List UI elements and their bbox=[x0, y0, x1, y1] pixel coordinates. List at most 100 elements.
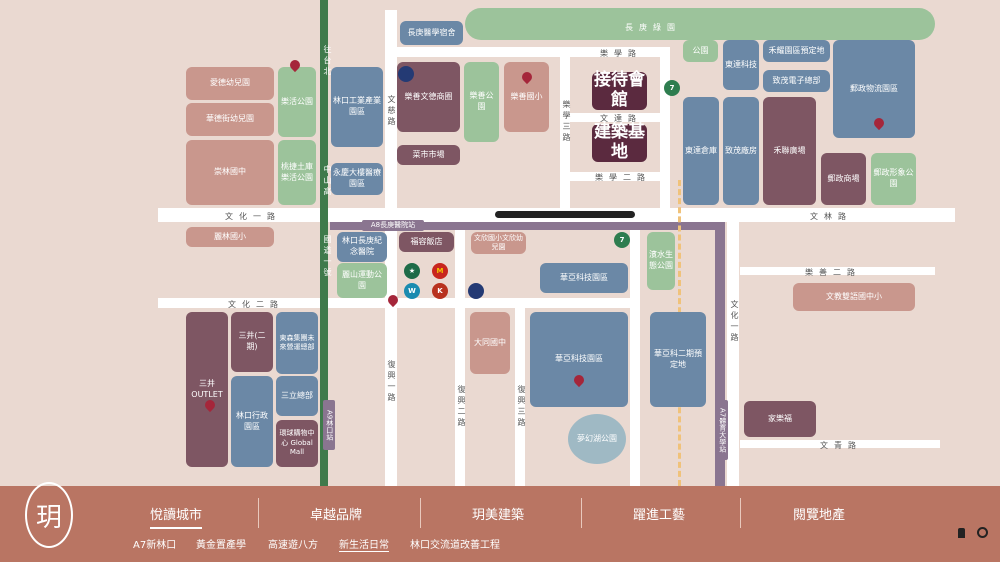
highway-label: 往台北 bbox=[323, 45, 332, 78]
divider bbox=[581, 498, 582, 528]
place-admin-district[interactable]: 林口行政園區 bbox=[231, 376, 273, 467]
power-icon[interactable] bbox=[977, 527, 988, 538]
tab-architecture[interactable]: 玥美建築 bbox=[472, 508, 525, 523]
place-kindergarten[interactable]: 華德街幼兒園 bbox=[186, 103, 274, 136]
road bbox=[570, 172, 660, 181]
place-outlet[interactable]: 三井(二期) bbox=[231, 312, 273, 372]
road bbox=[158, 298, 320, 308]
place-mall[interactable]: 郵政商場 bbox=[821, 153, 866, 205]
place-medical-park[interactable]: 永慶大樓醫療園區 bbox=[331, 163, 383, 195]
place-park[interactable]: 郵政形象公園 bbox=[871, 153, 916, 205]
subtab[interactable]: A7新林口 bbox=[133, 540, 177, 551]
place-company[interactable]: 東達科技 bbox=[723, 40, 759, 90]
road-label: 文達路 bbox=[600, 114, 642, 123]
mrt-line bbox=[330, 222, 725, 230]
mcdonalds-icon: M bbox=[432, 263, 448, 279]
road-label: 文化二路 bbox=[228, 300, 284, 309]
station-a9[interactable]: A9林口站 bbox=[323, 400, 335, 450]
place-dormitory[interactable]: 長庚醫學宿舍 bbox=[400, 21, 463, 45]
road-label: 文林路 bbox=[810, 212, 852, 221]
road-label: 復興一路 bbox=[387, 360, 396, 404]
place-park[interactable]: 桃捷土庫樂活公園 bbox=[278, 140, 316, 205]
road bbox=[515, 308, 525, 486]
road-label: 樂善二路 bbox=[805, 268, 861, 277]
subtab[interactable]: 林口交流道改善工程 bbox=[410, 540, 500, 551]
place-reserved-site[interactable]: 禾耀園區預定地 bbox=[763, 40, 830, 62]
subtab-active[interactable]: 新生活日常 bbox=[339, 536, 389, 552]
road-label: 文化一路 bbox=[225, 212, 281, 221]
place-park[interactable]: 樂活公園 bbox=[278, 67, 316, 137]
place-school[interactable]: 崇林國中 bbox=[186, 140, 274, 205]
road bbox=[385, 10, 397, 486]
reception-center[interactable]: 接待會館 bbox=[592, 70, 647, 110]
place-school[interactable]: 麗林國小 bbox=[186, 227, 274, 247]
seven-eleven-icon: 7 bbox=[664, 80, 680, 96]
place-park[interactable]: 公園 bbox=[683, 40, 718, 62]
tab-property[interactable]: 閱覽地產 bbox=[793, 508, 846, 523]
subtab[interactable]: 黃金置產學 bbox=[196, 540, 246, 551]
place-school[interactable]: 文教雙語國中小 bbox=[793, 283, 915, 311]
greenway bbox=[465, 8, 935, 40]
place-park[interactable]: 濱水生態公園 bbox=[647, 232, 675, 290]
place-kindergarten[interactable]: 愛德幼兒園 bbox=[186, 67, 274, 100]
place-headquarters[interactable]: 致茂電子總部 bbox=[763, 70, 830, 92]
place-mall[interactable]: 環球購物中心 Global Mall bbox=[276, 420, 318, 467]
divider bbox=[420, 498, 421, 528]
greenway-label: 長庚綠園 bbox=[625, 23, 681, 32]
tab-city[interactable]: 悅讀城市 bbox=[150, 504, 203, 529]
place-park[interactable]: 樂善公園 bbox=[464, 62, 499, 142]
seven-eleven-icon: 7 bbox=[614, 232, 630, 248]
road bbox=[570, 113, 660, 122]
bottom-navigation: 玥 悅讀城市 卓越品牌 玥美建築 躍進工藝 閱覽地產 A7新林口 黃金置產學 高… bbox=[0, 482, 1000, 562]
road bbox=[395, 47, 670, 57]
place-reserved-site[interactable]: 華亞科二期預定地 bbox=[650, 312, 706, 407]
place-tech-park[interactable]: 華亞科技園區 bbox=[540, 263, 628, 293]
place-hospital[interactable]: 林口長庚紀念醫院 bbox=[337, 232, 387, 262]
place-school[interactable]: 大同國中 bbox=[470, 312, 510, 374]
place-headquarters[interactable]: 三立總部 bbox=[276, 376, 318, 416]
place-plaza[interactable]: 禾聯廣場 bbox=[763, 97, 816, 205]
highway-label: 中山高 bbox=[323, 165, 332, 198]
divider bbox=[258, 498, 259, 528]
road-label: 樂學二路 bbox=[595, 173, 651, 182]
watsons-icon: W bbox=[404, 283, 420, 299]
place-headquarters[interactable]: 東森集團未來營運總部 bbox=[276, 312, 318, 374]
road bbox=[740, 267, 935, 275]
starbucks-icon: ★ bbox=[404, 263, 420, 279]
road-label: 文慈路 bbox=[387, 95, 396, 128]
place-warehouse[interactable]: 東達倉庫 bbox=[683, 97, 719, 205]
construction-site[interactable]: 建築基地 bbox=[592, 122, 647, 162]
road bbox=[158, 208, 320, 222]
national-highway bbox=[320, 0, 328, 486]
road-label: 樂學三路 bbox=[562, 100, 571, 144]
place-park[interactable]: 麗山運動公園 bbox=[337, 263, 387, 298]
road bbox=[727, 222, 739, 486]
subtab[interactable]: 高速遊八方 bbox=[268, 540, 318, 551]
place-market[interactable]: 菜市市場 bbox=[397, 145, 460, 165]
place-tech-park[interactable]: 華亞科技園區 bbox=[530, 312, 628, 407]
kfc-icon: K bbox=[432, 283, 448, 299]
divider bbox=[740, 498, 741, 528]
brand-logo[interactable]: 玥 bbox=[25, 482, 73, 548]
mrt-line bbox=[715, 222, 725, 486]
highway-label: 國道一號 bbox=[323, 235, 332, 279]
user-icon[interactable] bbox=[958, 528, 965, 538]
rt-mart-icon bbox=[468, 283, 484, 299]
place-hotel[interactable]: 福容飯店 bbox=[399, 232, 454, 252]
road bbox=[455, 230, 465, 486]
place-school[interactable]: 文欣國小文欣幼兒園 bbox=[471, 232, 526, 254]
place-factory[interactable]: 致茂廠房 bbox=[723, 97, 759, 205]
place-outlet[interactable]: 三井OUTLET bbox=[186, 312, 228, 467]
place-carrefour[interactable]: 家樂福 bbox=[744, 401, 816, 437]
location-map[interactable]: 往台北 中山高 國道一號 長庚綠園 文化一路 文林路 文化二路 文慈路 復興一路… bbox=[0, 0, 1000, 486]
road bbox=[328, 298, 635, 308]
road-label: 文青路 bbox=[820, 441, 862, 450]
road bbox=[328, 208, 955, 222]
station-a7[interactable]: A7體育大學站 bbox=[716, 400, 728, 460]
road bbox=[630, 230, 640, 486]
station-a8[interactable]: A8長庚醫院站 bbox=[362, 220, 424, 231]
tab-brand[interactable]: 卓越品牌 bbox=[310, 508, 363, 523]
place-industrial-park[interactable]: 林口工業產業園區 bbox=[331, 67, 383, 147]
place-lake-park[interactable]: 夢幻湖公園 bbox=[568, 414, 626, 464]
tab-craft[interactable]: 躍進工藝 bbox=[633, 508, 686, 523]
